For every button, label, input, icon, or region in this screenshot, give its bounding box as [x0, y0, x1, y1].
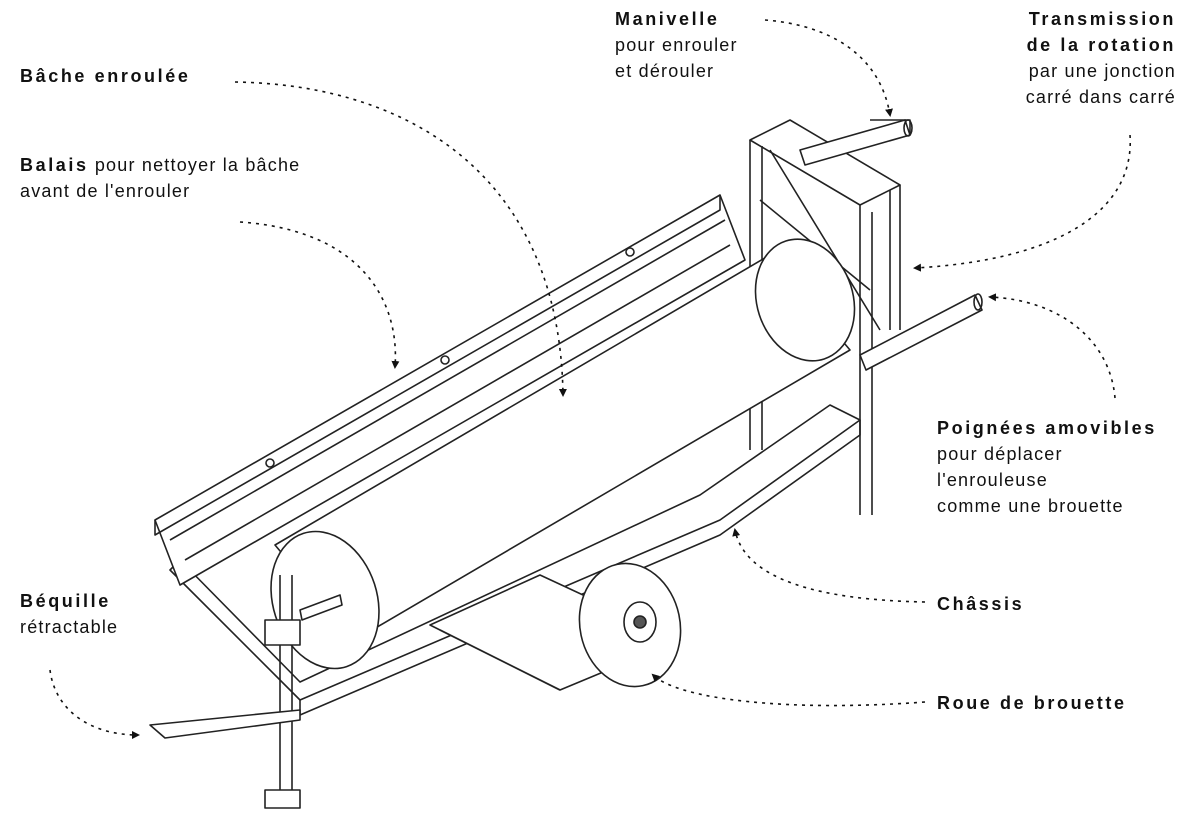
bache-title: Bâche enroulée	[20, 66, 191, 86]
manivelle-title: Manivelle	[615, 9, 720, 29]
poignees-title: Poignées amovibles	[937, 418, 1157, 438]
front-kickstand	[149, 575, 301, 809]
roue-title: Roue de brouette	[937, 693, 1127, 713]
tarp-roll	[270, 238, 856, 670]
label-balais: Balais pour nettoyer la bâche avant de l…	[20, 152, 300, 204]
leader-balais	[239, 221, 400, 369]
label-manivelle: Manivelle pour enrouler et dérouler	[615, 6, 738, 84]
leader-chassis	[732, 528, 926, 603]
poignees-line-3: comme une brouette	[937, 496, 1124, 516]
label-chassis: Châssis	[937, 591, 1024, 617]
transmission-title-2: de la rotation	[1026, 35, 1176, 55]
label-bache: Bâche enroulée	[20, 63, 190, 89]
wheel	[578, 562, 682, 688]
poignees-line-2: l'enrouleuse	[937, 470, 1048, 490]
leader-lines	[49, 19, 1131, 739]
leader-bache	[234, 81, 567, 397]
leader-poignees	[988, 293, 1116, 399]
bequille-title: Béquille	[20, 591, 111, 611]
chassis-title: Châssis	[937, 594, 1025, 614]
transmission-title-1: Transmission	[1028, 9, 1176, 29]
leader-bequille	[49, 669, 140, 739]
manivelle-line-1: pour enrouler	[615, 35, 738, 55]
balais-line-1: avant de l'enrouler	[20, 181, 191, 201]
leader-transmission	[913, 134, 1131, 272]
leader-manivelle	[764, 19, 893, 117]
brush-trough	[154, 194, 746, 586]
transmission-line-1: par une jonction	[1028, 61, 1176, 81]
label-roue: Roue de brouette	[937, 690, 1127, 716]
handles	[859, 293, 983, 371]
manivelle-line-2: et dérouler	[615, 61, 715, 81]
transmission-line-2: carré dans carré	[1025, 87, 1176, 107]
balais-title: Balais	[20, 155, 89, 175]
label-bequille: Béquille rétractable	[20, 588, 118, 640]
label-poignees: Poignées amovibles pour déplacer l'enrou…	[937, 415, 1157, 519]
label-transmission: Transmission de la rotation par une jonc…	[1026, 6, 1176, 110]
crank-shaft	[799, 119, 913, 166]
bequille-line-1: rétractable	[20, 617, 119, 637]
poignees-line-1: pour déplacer	[937, 444, 1063, 464]
balais-rest: pour nettoyer la bâche	[88, 155, 301, 175]
leader-roue	[651, 673, 926, 707]
